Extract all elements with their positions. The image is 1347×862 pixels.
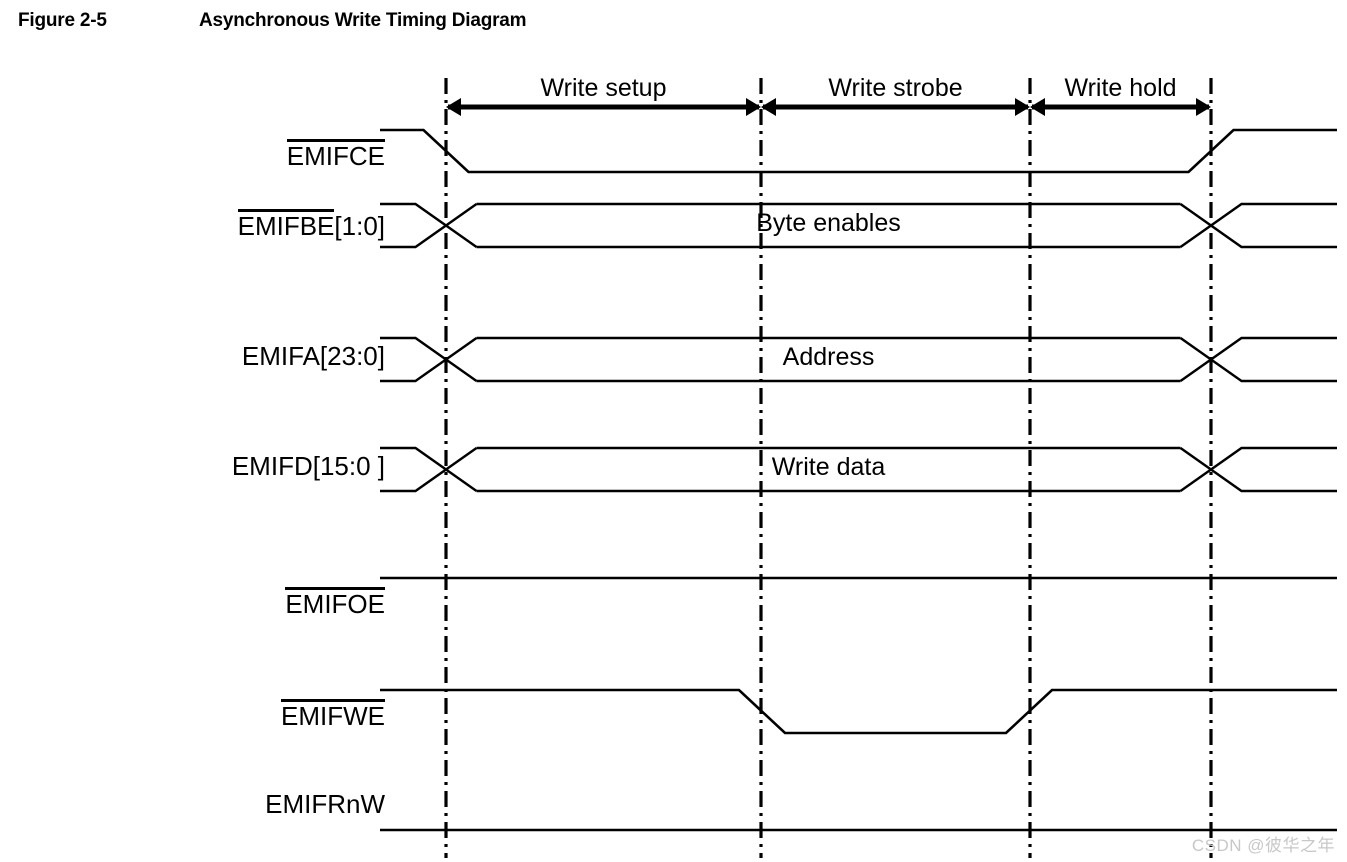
phase-arrowhead-1-left — [446, 98, 461, 116]
signal-label-emifbe10: EMIFBE[1:0] — [237, 209, 385, 241]
phase-arrowhead-3-left — [1030, 98, 1045, 116]
waveform-emifbe10-post-b — [1179, 202, 1337, 248]
overline-text: EMIFBE — [237, 209, 335, 241]
label-text: EMIFA[23:0] — [241, 341, 385, 371]
signal-label-emifoe: EMIFOE — [285, 587, 385, 617]
waveform-emifwe — [380, 688, 1337, 735]
bus-value-address: Address — [782, 343, 875, 371]
waveform-emifce — [380, 128, 1337, 174]
overline-text: EMIFWE — [281, 699, 385, 731]
waveform-emifd150-pre-top — [380, 446, 478, 492]
overline-text: EMIFOE — [285, 587, 385, 619]
csdn-watermark: CSDN @彼华之年 — [1191, 836, 1335, 855]
phase-arrowhead-2-left — [761, 98, 776, 116]
signal-label-emifa230: EMIFA[23:0] — [242, 343, 385, 369]
figure-number: Figure 2-5 — [18, 10, 107, 31]
label-text: [1:0] — [334, 211, 385, 241]
waveform-emifd150-post-b — [1179, 446, 1337, 492]
waveform-emifbe10-pre-top — [380, 202, 478, 248]
waveform-emifa230-post-a — [1179, 337, 1337, 383]
signal-label-emifd150: EMIFD[15:0 ] — [232, 453, 385, 479]
waveform-emifbe10-post-a — [1179, 203, 1337, 249]
phase-marker-lines — [444, 78, 1213, 858]
label-text: EMIFD[15:0 ] — [231, 451, 385, 481]
waveform-emifbe10-pre-bot — [380, 203, 478, 249]
overline-text: EMIFCE — [286, 139, 385, 171]
figure-title: Asynchronous Write Timing Diagram — [199, 10, 527, 31]
signal-label-emifce: EMIFCE — [286, 139, 385, 171]
waveform-emifd150-post-a — [1179, 447, 1337, 493]
phase-label-write-hold: Write hold — [1064, 74, 1177, 102]
label-text: EMIFRnW — [265, 789, 385, 819]
waveform-emifd150-pre-bot — [380, 447, 478, 493]
waveform-emifa230-pre-bot — [380, 337, 478, 383]
phase-arrowhead-2-right — [1015, 98, 1030, 116]
phase-arrowhead-1-right — [746, 98, 761, 116]
waveform-emifa230-pre-top — [380, 336, 478, 382]
bus-value-write-data: Write data — [771, 453, 886, 481]
bus-value-byte-enables: Byte enables — [756, 209, 901, 237]
signal-waveform-group — [380, 128, 1337, 832]
signal-label-emifrnw: EMIFRnW — [265, 791, 385, 817]
phase-arrowhead-3-right — [1196, 98, 1211, 116]
waveform-emifa230-post-b — [1179, 336, 1337, 382]
phase-label-write-setup: Write setup — [540, 74, 667, 102]
phase-label-write-strobe: Write strobe — [828, 74, 963, 102]
figure-header: Figure 2-5 Asynchronous Write Timing Dia… — [0, 10, 1347, 50]
signal-label-emifwe: EMIFWE — [281, 699, 385, 729]
phase-arrow-group — [446, 98, 1211, 116]
